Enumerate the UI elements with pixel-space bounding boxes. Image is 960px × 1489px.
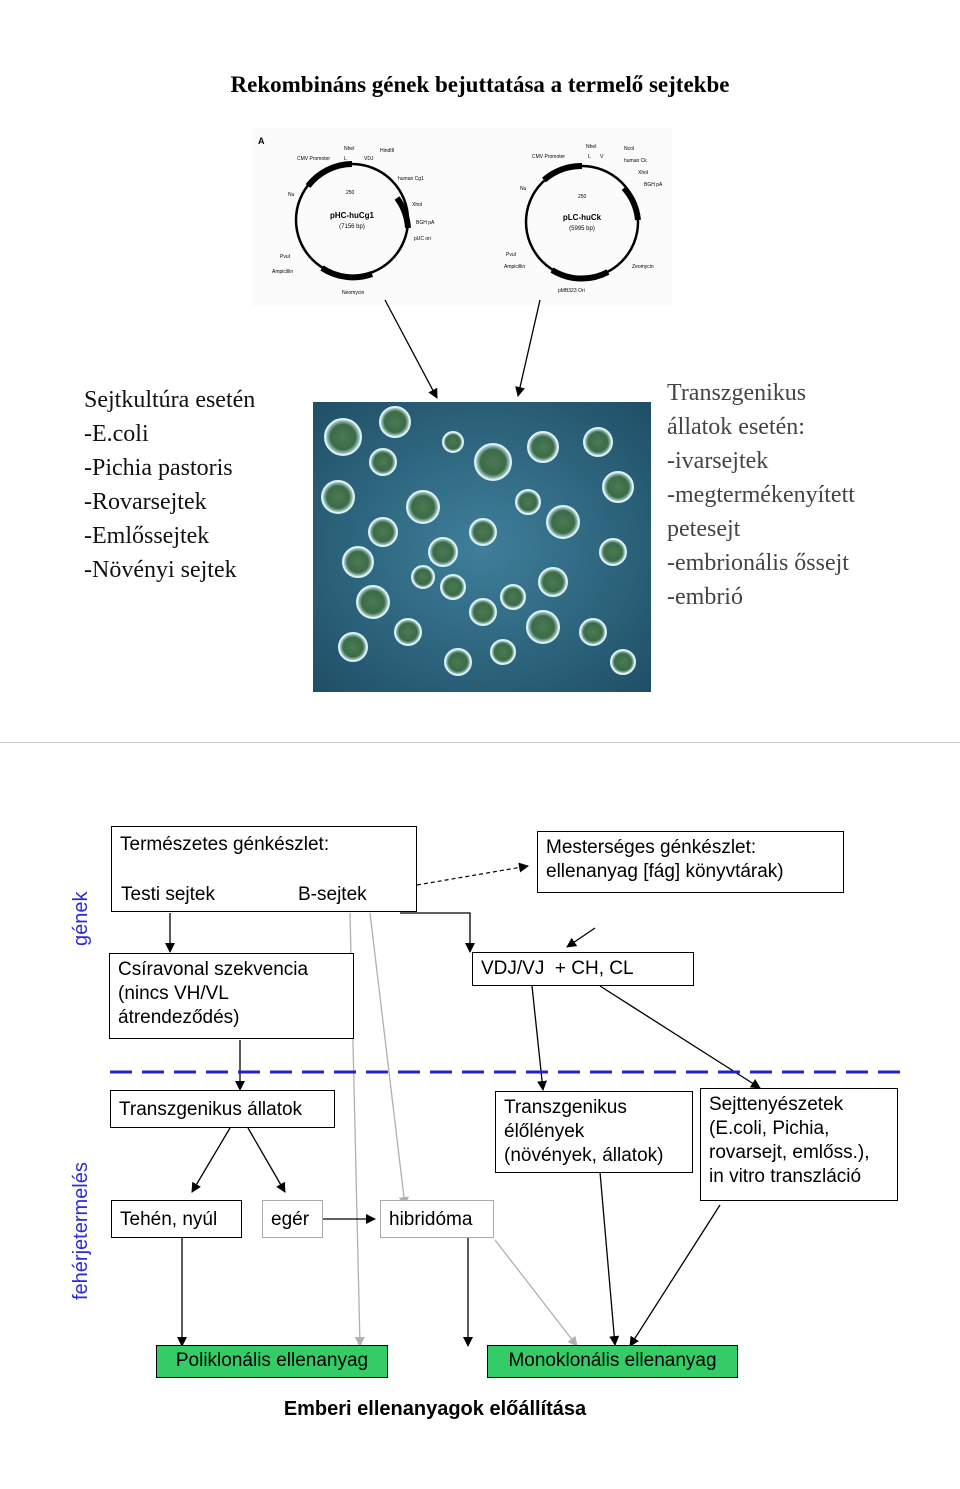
svg-text:NheI: NheI (344, 146, 355, 152)
cell-culture-micrograph (313, 402, 651, 692)
list-item: -embrionális őssejt (667, 550, 849, 576)
svg-text:PvuI: PvuI (506, 252, 516, 258)
svg-text:NheI: NheI (586, 144, 597, 150)
protein-production-side-label: fehérjetermelés (70, 1162, 92, 1300)
plasmid-maps-figure: A pHC-huCg1 (7156 bp) CMV Promoter NheI … (252, 128, 672, 306)
svg-text:L: L (588, 154, 591, 160)
svg-text:CMV Promoter: CMV Promoter (532, 154, 565, 160)
polyclonal-antibody-box: Poliklonális ellenanyag (156, 1345, 388, 1378)
list-item: -Pichia pastoris (84, 455, 233, 481)
mouse-box: egér (262, 1200, 323, 1238)
svg-text:Ampicillin: Ampicillin (504, 264, 525, 270)
transgenic-organisms-box: Transzgenikus élőlények (növények, állat… (495, 1091, 693, 1173)
svg-text:(5995 bp): (5995 bp) (569, 226, 595, 232)
svg-text:pUC ori: pUC ori (414, 236, 431, 242)
list-item: Sejtkultúra esetén (84, 387, 256, 413)
svg-text:Ampicillin: Ampicillin (272, 269, 293, 275)
svg-text:PvuI: PvuI (280, 254, 290, 260)
cell-cultures-box: Sejttenyészetek (E.coli, Pichia, rovarse… (700, 1088, 898, 1201)
svg-text:XhoI: XhoI (412, 202, 422, 208)
cow-rabbit-box: Tehén, nyúl (111, 1200, 242, 1238)
slide-title: Rekombináns gének bejuttatása a termelő … (230, 72, 730, 97)
plasmid-a-map: A pHC-huCg1 (7156 bp) CMV Promoter NheI … (258, 136, 435, 296)
list-item: -embrió (667, 584, 743, 610)
svg-text:pHC-huCg1: pHC-huCg1 (330, 211, 375, 220)
svg-text:XhoI: XhoI (638, 170, 648, 176)
natural-gene-pool-box: Természetes génkészlet: Testi sejtek B-s… (111, 826, 417, 912)
svg-text:V: V (600, 154, 604, 160)
germline-sequence-box: Csíravonal szekvencia (nincs VH/VL átren… (109, 953, 354, 1039)
svg-text:250: 250 (578, 194, 587, 200)
list-item: -ivarsejtek (667, 448, 769, 474)
list-item: petesejt (667, 516, 741, 542)
svg-text:BGH pA: BGH pA (416, 220, 435, 226)
slide-divider (0, 742, 960, 743)
artificial-gene-pool-box: Mesterséges génkészlet: ellenanyag [fág]… (537, 831, 844, 893)
transgenic-animals-box: Transzgenikus állatok (110, 1090, 335, 1128)
svg-text:human Ck: human Ck (624, 158, 647, 164)
hybridoma-box: hibridóma (380, 1200, 494, 1238)
svg-text:pLC-huCk: pLC-huCk (563, 213, 602, 222)
monoclonal-antibody-box: Monoklonális ellenanyag (487, 1345, 738, 1378)
svg-text:CMV Promoter: CMV Promoter (297, 156, 330, 162)
svg-text:(7156 bp): (7156 bp) (339, 224, 365, 230)
svg-text:BGH pA: BGH pA (644, 182, 663, 188)
vdj-box: VDJ/VJ + CH, CL (472, 952, 694, 986)
genes-side-label: gének (70, 891, 92, 947)
b-cells-label: B-sejtek (298, 884, 367, 905)
list-item: -Rovarsejtek (84, 489, 207, 515)
svg-text:A: A (258, 136, 265, 146)
somatic-cells-label: Testi sejtek (121, 884, 215, 905)
list-item: -E.coli (84, 421, 149, 447)
svg-text:VDJ: VDJ (364, 156, 374, 162)
svg-text:pMB323 Ori: pMB323 Ori (558, 288, 585, 294)
svg-text:Neomycin: Neomycin (342, 290, 364, 296)
svg-text:250: 250 (346, 190, 355, 196)
list-item: állatok esetén: (667, 414, 805, 440)
svg-text:Nu: Nu (288, 192, 295, 198)
list-item: Transzgenikus (667, 380, 807, 406)
cell-culture-list: Sejtkultúra esetén -E.coli -Pichia pasto… (84, 383, 255, 587)
svg-text:human Cg1: human Cg1 (398, 176, 424, 182)
list-item: -Növényi sejtek (84, 557, 237, 583)
svg-text:Nu: Nu (520, 186, 527, 192)
bottom-title: Emberi ellenanyagok előállítása (283, 1398, 587, 1420)
svg-text:Zeomycin: Zeomycin (632, 264, 654, 270)
svg-text:HindIII: HindIII (380, 148, 394, 154)
transgenic-animals-list: Transzgenikus állatok esetén: -ivarsejte… (667, 376, 855, 614)
svg-text:NcoI: NcoI (624, 146, 634, 152)
plasmid-b-map: pLC-huCk (5995 bp) CMV Promoter NheI L V… (504, 144, 663, 294)
list-item: -megtermékenyített (667, 482, 855, 508)
list-item: -Emlőssejtek (84, 523, 210, 549)
svg-text:L: L (344, 156, 347, 162)
